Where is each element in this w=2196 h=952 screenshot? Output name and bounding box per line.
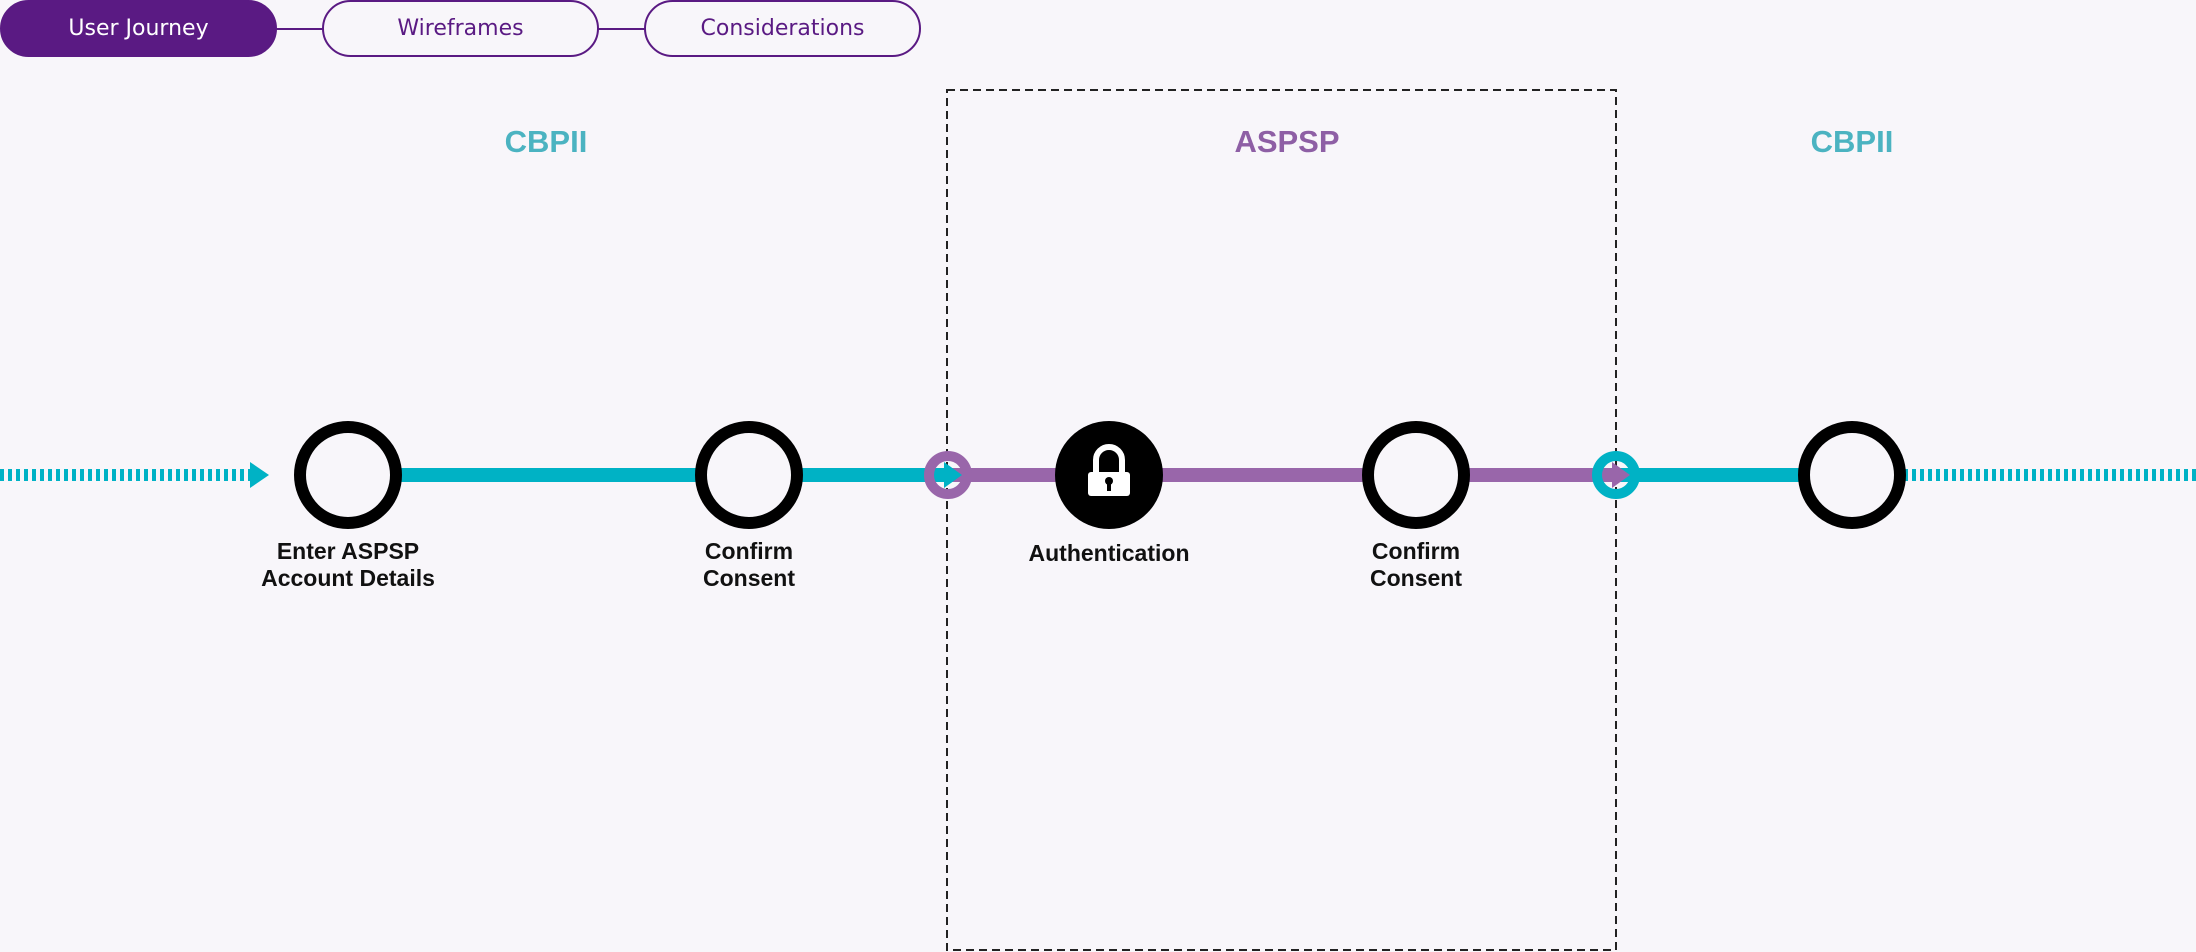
zone-title-cbpii: CBPII	[1810, 124, 1894, 159]
step-label: Authentication	[969, 540, 1249, 567]
tab-connector	[275, 28, 323, 30]
lock-icon	[1055, 421, 1163, 529]
aspsp-zone-boundary	[946, 89, 1617, 951]
step-label-line: Confirm	[1371, 538, 1461, 564]
step-label-line: Confirm	[704, 538, 794, 564]
step-label-line: Enter ASPSP	[276, 538, 420, 564]
zone-title-cbpii: CBPII	[504, 124, 588, 159]
view-tabs: User Journey Wireframes Considerations	[0, 0, 930, 60]
zone-title-aspsp: ASPSP	[1234, 124, 1340, 159]
incoming-arrow-icon	[250, 462, 269, 488]
step-label-line: Consent	[1370, 565, 1462, 591]
tab-considerations[interactable]: Considerations	[644, 0, 921, 57]
tab-user-journey[interactable]: User Journey	[0, 0, 277, 57]
handoff-ring	[924, 451, 972, 499]
step-label-line: Authentication	[1028, 540, 1190, 566]
step-node	[1362, 421, 1470, 529]
tab-wireframes[interactable]: Wireframes	[322, 0, 599, 57]
step-label: Confirm Consent	[1276, 538, 1556, 592]
step-node	[1798, 421, 1906, 529]
handoff-ring	[1592, 451, 1640, 499]
handoff-arrow-icon	[944, 462, 962, 488]
step-label-line: Consent	[703, 565, 795, 591]
step-label-line: Account Details	[261, 565, 435, 591]
handoff-arrow-icon	[1612, 462, 1630, 488]
step-node	[294, 421, 402, 529]
step-label: Enter ASPSP Account Details	[208, 538, 488, 592]
tab-connector	[597, 28, 645, 30]
step-node	[695, 421, 803, 529]
step-label: Confirm Consent	[609, 538, 889, 592]
